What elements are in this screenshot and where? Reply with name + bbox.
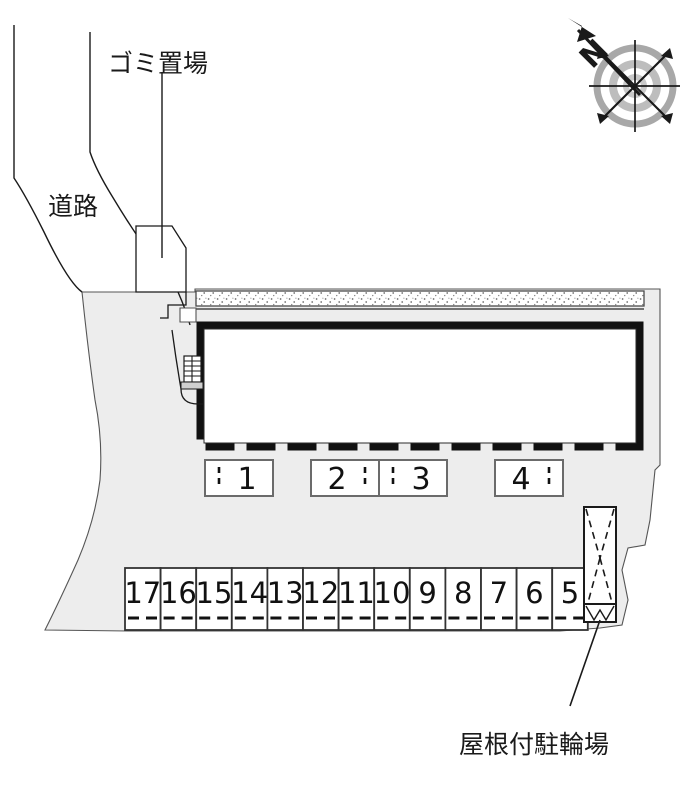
compass-north-arrowhead xyxy=(568,18,596,42)
stall-label-13: 13 xyxy=(267,576,304,610)
stall-label-14: 14 xyxy=(231,576,268,610)
stall-box xyxy=(159,567,198,631)
stall-box xyxy=(515,567,554,631)
parking-stall-12[interactable]: 12 xyxy=(302,567,340,631)
parking-stall-6[interactable]: 6 xyxy=(515,567,554,631)
parking-stall-5[interactable]: 5 xyxy=(551,567,589,631)
compass-arrowhead-se xyxy=(661,113,673,124)
parking-stall-16[interactable]: 16 xyxy=(159,567,198,631)
stall-box xyxy=(480,567,518,631)
stall-label-9: 9 xyxy=(418,576,436,610)
parking-stall-8[interactable]: 8 xyxy=(444,567,482,631)
stall-label-8: 8 xyxy=(454,576,472,610)
building-interior xyxy=(203,328,637,444)
garbage-area-shape xyxy=(135,225,187,319)
bicycle-roof-hatch xyxy=(585,508,615,611)
compass-north-pointer xyxy=(568,18,642,97)
stall-box xyxy=(408,567,447,631)
parking-stall-15[interactable]: 15 xyxy=(195,567,233,631)
stall-label-7: 7 xyxy=(490,576,508,610)
apartment-building xyxy=(196,321,644,451)
parking-stall-2[interactable]: 2 xyxy=(310,459,380,497)
stall-label-11: 11 xyxy=(338,576,375,610)
stall-label-4: 4 xyxy=(511,462,530,497)
parking-stall-14[interactable]: 14 xyxy=(230,567,269,631)
stall-box xyxy=(230,567,269,631)
compass-diagonals xyxy=(600,51,670,121)
compass-arrowhead-nw xyxy=(597,48,609,59)
stall-label-6: 6 xyxy=(525,576,543,610)
stall-box xyxy=(337,567,376,631)
stall-label-3: 3 xyxy=(411,462,430,497)
label-road: 道路 xyxy=(48,192,98,221)
stall-label-15: 15 xyxy=(196,576,233,610)
building-staircase xyxy=(171,329,204,405)
parking-stall-10[interactable]: 10 xyxy=(373,567,411,631)
stall-label-10: 10 xyxy=(374,576,411,610)
building-inner-outline xyxy=(203,328,637,444)
bicycle-parking-leader-line xyxy=(569,619,601,707)
parking-stall-3[interactable]: 3 xyxy=(378,459,448,497)
stall-label-5: 5 xyxy=(561,576,579,610)
bicycle-rack-zigzag xyxy=(585,605,615,622)
building-slab xyxy=(179,307,197,323)
parking-stall-4[interactable]: 4 xyxy=(494,459,564,497)
compass-arrowhead-sw xyxy=(597,113,609,124)
parking-stall-7[interactable]: 7 xyxy=(480,567,518,631)
stall-label-1: 1 xyxy=(237,462,256,497)
north-arrow-compass: N xyxy=(568,18,680,132)
label-covered-bicycle-parking: 屋根付駐輪場 xyxy=(459,730,609,759)
label-garbage-area: ゴミ置場 xyxy=(108,49,208,78)
stall-box xyxy=(266,567,304,631)
stall-box xyxy=(124,567,162,631)
bicycle-rack-base xyxy=(583,603,617,623)
parking-stall-17[interactable]: 17 xyxy=(124,567,162,631)
stall-box xyxy=(373,567,411,631)
stall-label-12: 12 xyxy=(302,576,339,610)
parking-stall-13[interactable]: 13 xyxy=(266,567,304,631)
covered-bicycle-parking[interactable] xyxy=(583,506,617,623)
upper-parking-stalls: 1 2 3 4 xyxy=(204,459,564,497)
parking-stall-1[interactable]: 1 xyxy=(204,459,274,497)
stall-label-2: 2 xyxy=(327,462,346,497)
parking-stall-11[interactable]: 11 xyxy=(337,567,376,631)
compass-arrowhead-ne xyxy=(661,48,673,59)
stall-label-16: 16 xyxy=(160,576,197,610)
parking-stall-9[interactable]: 9 xyxy=(408,567,447,631)
stall-label-17: 17 xyxy=(124,576,161,610)
stippled-wall-band xyxy=(195,290,645,310)
